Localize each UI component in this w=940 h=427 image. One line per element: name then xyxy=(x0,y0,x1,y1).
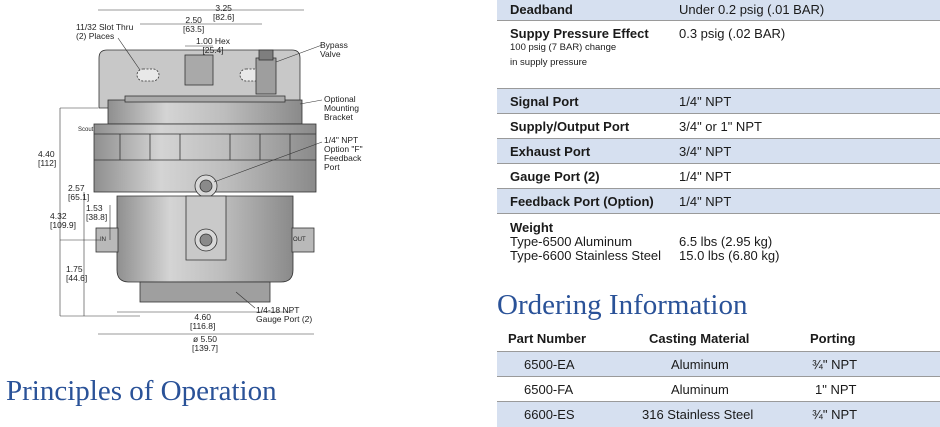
ordering-heading: Ordering Information xyxy=(497,289,748,321)
table-row: 6600-ES 316 Stainless Steel ¾" NPT xyxy=(497,402,940,427)
principles-heading: Principles of Operation xyxy=(6,375,277,407)
spec-label: Weight xyxy=(510,220,554,235)
height-153-label: 1.53[38.8] xyxy=(86,203,108,222)
width-325-label: 3.25[82.6] xyxy=(213,3,235,22)
spec-value: 0.3 psig (.02 BAR) xyxy=(679,26,786,41)
porting-cell: 1" NPT xyxy=(815,382,857,397)
casting-material-cell: Aluminum xyxy=(671,382,729,397)
spec-row-deadband: Deadband Under 0.2 psig (.01 BAR) xyxy=(497,0,940,21)
ordering-table: Part Number Casting Material Porting 650… xyxy=(497,326,940,427)
outlet-mark: OUT xyxy=(293,237,306,243)
part-number-cell: 6500-FA xyxy=(524,382,574,397)
height-175-label: 1.75[44.6] xyxy=(66,264,88,283)
spec-note: 100 psig (7 BAR) change xyxy=(510,42,617,53)
height-432-label: 4.32[109.9] xyxy=(50,211,76,230)
height-257-label: 2.57[65.1] xyxy=(68,183,90,202)
spec-row-supply-output-port: Supply/Output Port 3/4" or 1" NPT xyxy=(497,114,940,139)
spec-label: Exhaust Port xyxy=(510,144,591,159)
part-number-cell: 6600-ES xyxy=(524,407,575,422)
table-row: 6500-EA Aluminum ¾" NPT xyxy=(497,352,940,377)
spec-value: 1/4" NPT xyxy=(679,94,732,109)
casting-material-cell: Aluminum xyxy=(671,357,729,372)
spec-row-gauge-port: Gauge Port (2) 1/4" NPT xyxy=(497,164,940,189)
spec-label: Feedback Port (Option) xyxy=(510,194,654,209)
brand-mark: Scout xyxy=(78,127,94,133)
hex-size-label: 1.00 Hex[25.4] xyxy=(196,36,231,55)
weight-aluminum-value: 6.5 lbs (2.95 kg) xyxy=(679,234,773,249)
column-header-casting-material: Casting Material xyxy=(649,331,750,346)
column-header-part-number: Part Number xyxy=(508,331,587,346)
spec-label: Gauge Port (2) xyxy=(510,169,600,184)
spec-row-feedback-port: Feedback Port (Option) 1/4" NPT xyxy=(497,189,940,214)
regulator-outline-svg xyxy=(59,9,323,335)
width-250-label: 2.50[63.5] xyxy=(183,15,205,34)
ordering-header-row: Part Number Casting Material Porting xyxy=(497,326,940,352)
porting-cell: ¾" NPT xyxy=(812,357,858,372)
height-440-label: 4.40[112] xyxy=(38,149,57,168)
spec-row-signal-port: Signal Port 1/4" NPT xyxy=(497,89,940,114)
spec-label: Supply/Output Port xyxy=(510,119,630,134)
slot-dimension-label: 11/32 Slot Thru(2) Places xyxy=(76,22,134,41)
spec-label: Signal Port xyxy=(510,94,579,109)
spec-value: 3/4" NPT xyxy=(679,144,732,159)
diameter-550-label: ø 5.50[139.7] xyxy=(192,334,218,353)
table-row: 6500-FA Aluminum 1" NPT xyxy=(497,377,940,402)
spec-table: Deadband Under 0.2 psig (.01 BAR) Suppy … xyxy=(497,0,940,270)
spec-row-exhaust-port: Exhaust Port 3/4" NPT xyxy=(497,139,940,164)
inlet-mark: IN xyxy=(100,237,106,243)
spec-row-weight: Weight Type-6500 Aluminum 6.5 lbs (2.95 … xyxy=(497,214,940,270)
width-460-label: 4.60[116.8] xyxy=(190,312,216,331)
spec-label: Suppy Pressure Effect xyxy=(510,26,649,41)
spec-label: Deadband xyxy=(510,2,573,17)
regulator-dimension-drawing: 11/32 Slot Thru(2) Places 3.25[82.6] 2.5… xyxy=(0,0,470,365)
column-header-porting: Porting xyxy=(810,331,856,346)
spec-value: 1/4" NPT xyxy=(679,169,732,184)
casting-material-cell: 316 Stainless Steel xyxy=(642,407,754,422)
spec-row-supply-effect: Suppy Pressure Effect 0.3 psig (.02 BAR)… xyxy=(497,21,940,89)
spec-value: 3/4" or 1" NPT xyxy=(679,119,762,134)
spec-value: Under 0.2 psig (.01 BAR) xyxy=(679,2,825,17)
porting-cell: ¾" NPT xyxy=(812,407,858,422)
spec-value: 1/4" NPT xyxy=(679,194,732,209)
spec-note: in supply pressure xyxy=(510,57,588,68)
weight-aluminum-label: Type-6500 Aluminum xyxy=(510,234,633,249)
weight-stainless-value: 15.0 lbs (6.80 kg) xyxy=(679,248,780,263)
part-number-cell: 6500-EA xyxy=(524,357,575,372)
weight-stainless-label: Type-6600 Stainless Steel xyxy=(510,248,662,263)
